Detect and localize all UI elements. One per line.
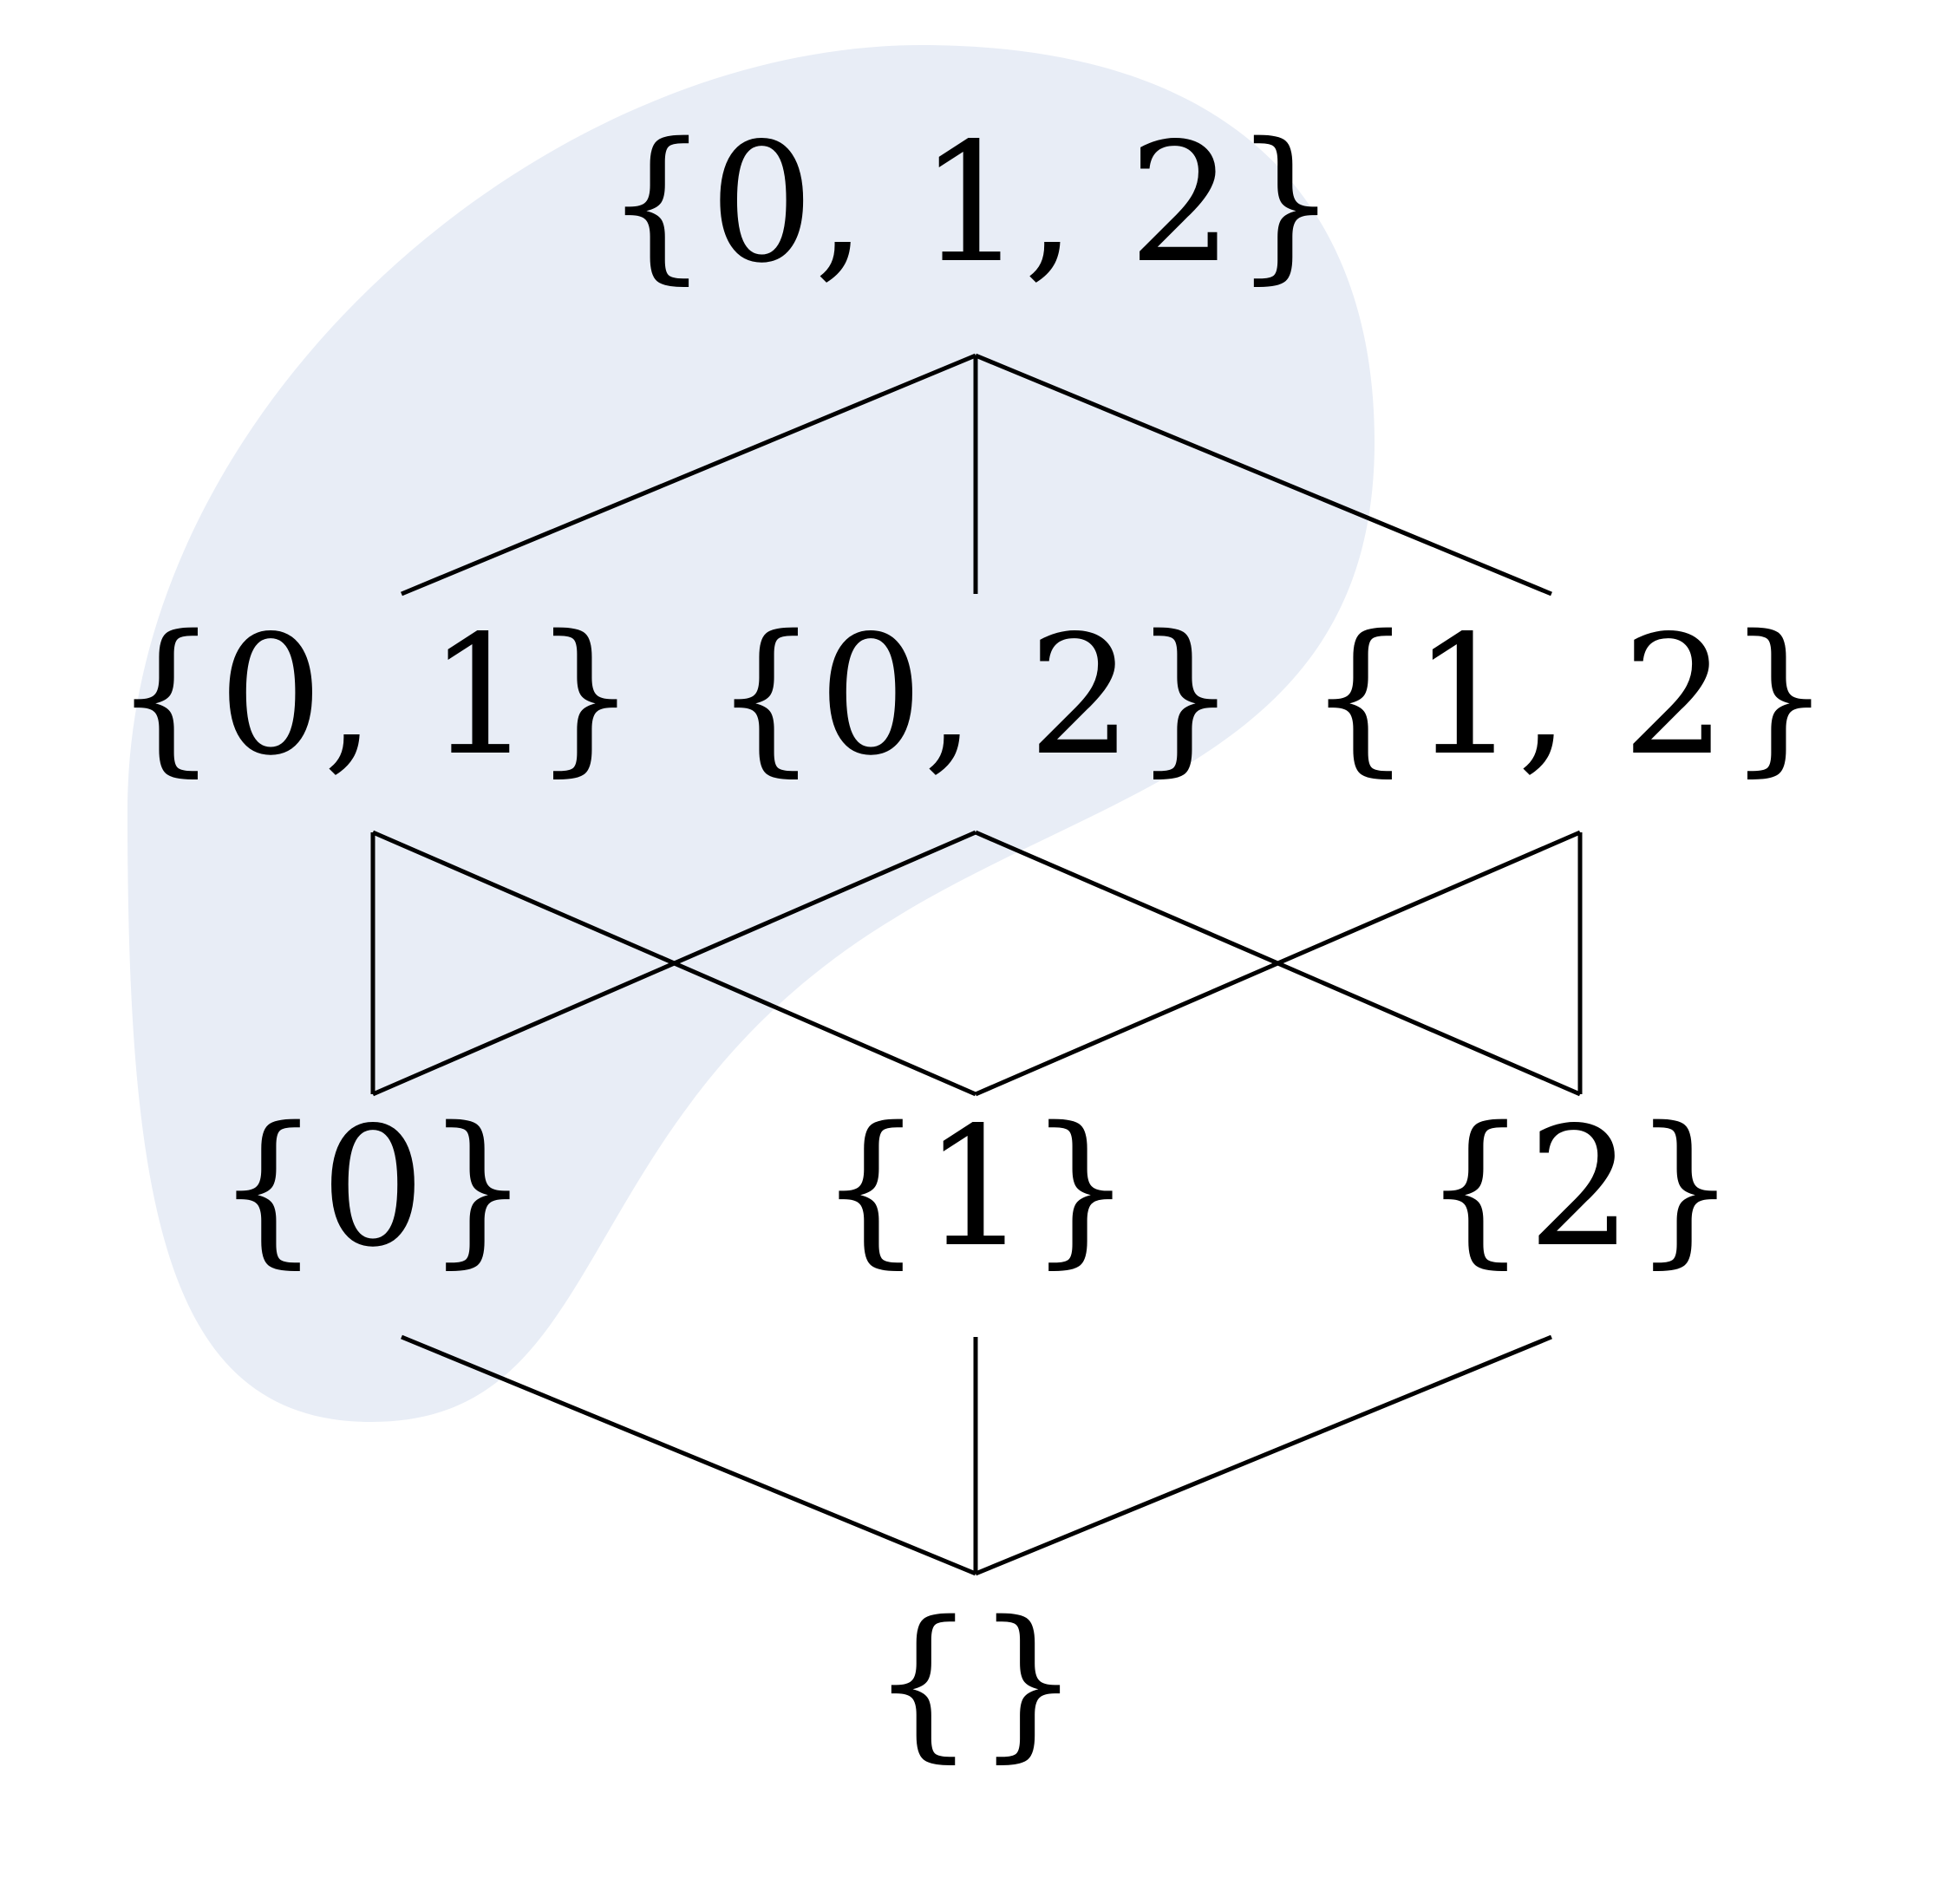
node-label-1: {1} <box>819 1092 1133 1283</box>
node-label-2: {2} <box>1423 1092 1738 1283</box>
edge-2-empty <box>975 1334 1552 1576</box>
edge-012-01 <box>401 353 976 597</box>
node-labels: {0, 1, 2} {0, 1} {0, 2} {1, 2} {0} {1} {… <box>114 108 1832 1777</box>
edge-0-empty <box>401 1334 976 1576</box>
edge-12-1 <box>975 830 1581 1097</box>
node-label-012: {0, 1, 2} <box>604 108 1338 299</box>
node-label-empty: {} <box>871 1586 1081 1777</box>
edge-012-12 <box>975 353 1552 597</box>
node-label-0: {0} <box>216 1092 531 1283</box>
edges <box>370 353 1583 1576</box>
node-label-01: {0, 1} <box>114 600 637 792</box>
node-label-12: {1, 2} <box>1308 600 1832 792</box>
node-label-02: {0, 2} <box>714 600 1238 792</box>
edge-02-0 <box>372 830 976 1097</box>
